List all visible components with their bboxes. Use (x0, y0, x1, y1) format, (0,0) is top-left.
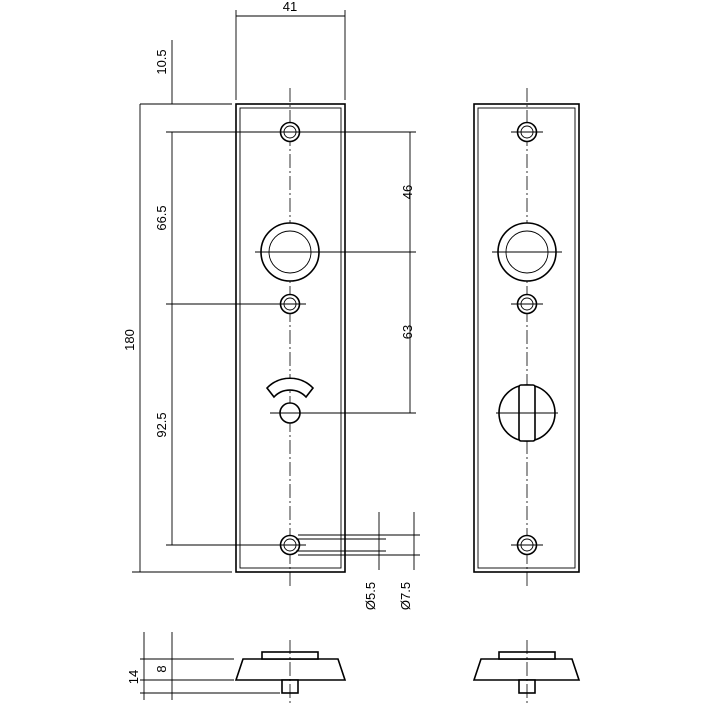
right-plate-view (473, 88, 580, 588)
dim-width-label: 41 (283, 0, 297, 14)
dim-plate-thickness-label: 8 (154, 665, 169, 672)
right-spindle-hole (492, 222, 562, 282)
dim-top-offset-label: 10.5 (154, 49, 169, 74)
dim-spindle-lower: 63 (300, 252, 416, 414)
right-plate-bevel (477, 107, 576, 569)
left-plate-view (235, 88, 346, 588)
dim-spindle-upper: 46 (300, 131, 416, 253)
dim-total-height: 180 (122, 104, 232, 573)
dim-total-height-label: 180 (122, 329, 137, 351)
left-lower-screw-hole (274, 534, 306, 556)
left-plate-bevel (239, 107, 342, 569)
dim-spindle-upper-label: 46 (400, 185, 415, 199)
left-side-profile (234, 640, 347, 706)
left-spindle-hole (255, 222, 325, 282)
turn-knob (496, 384, 558, 442)
left-upper-screw-hole (274, 121, 306, 143)
dim-upper-hole-to-spindle-label: 66.5 (154, 205, 169, 230)
right-side-profile (472, 640, 581, 706)
dim-spindle-lower-label: 63 (400, 325, 415, 339)
dim-lower-hole-to-screw: 92.5 (154, 304, 280, 546)
dim-top-offset: 10.5 (140, 40, 232, 105)
dim-screw-hole-diameters: Ø5.5 Ø7.5 (296, 512, 420, 610)
dim-thickness: 14 8 (126, 632, 280, 700)
right-lower-screw-hole (511, 534, 543, 556)
left-middle-screw-hole (274, 293, 306, 315)
left-plate-outline (235, 103, 346, 573)
indicator-window (265, 377, 315, 399)
dim-screw-hole-inner-label: Ø5.5 (363, 582, 378, 610)
dim-lower-hole-to-screw-label: 92.5 (154, 412, 169, 437)
right-plate-outline (473, 103, 580, 573)
dim-total-thickness-label: 14 (126, 670, 141, 684)
dim-width: 41 (235, 0, 346, 100)
dim-upper-hole-to-spindle: 66.5 (154, 131, 280, 305)
dim-screw-hole-outer-label: Ø7.5 (398, 582, 413, 610)
right-middle-screw-hole (511, 293, 543, 315)
right-upper-screw-hole (511, 121, 543, 143)
